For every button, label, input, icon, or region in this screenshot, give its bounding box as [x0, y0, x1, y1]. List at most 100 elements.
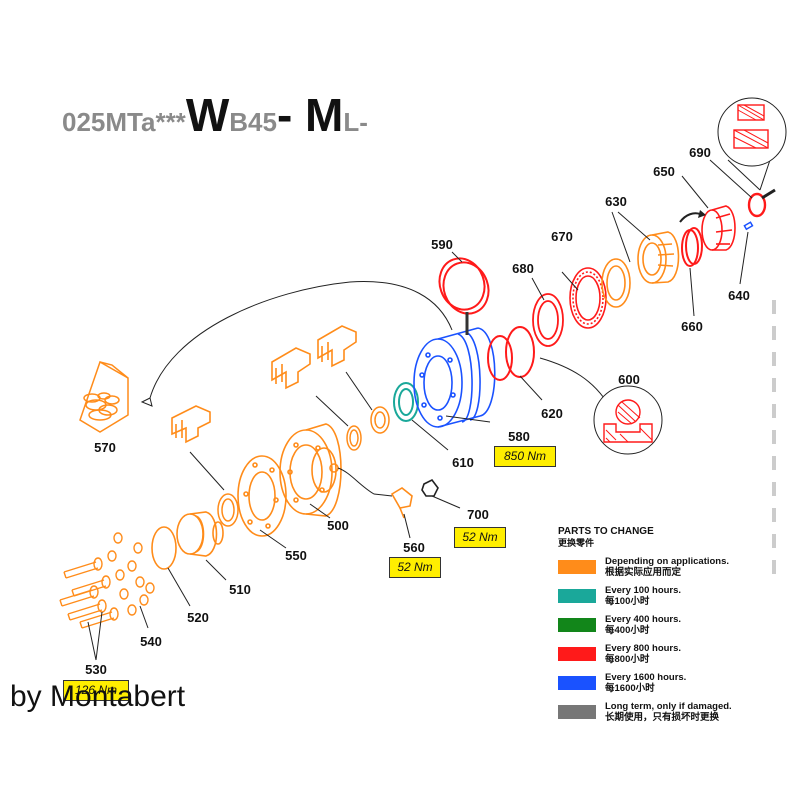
- legend-text-en: Every 100 hours.: [605, 585, 682, 596]
- part-500-orange-housing: [279, 423, 342, 517]
- label-600: 600: [618, 372, 640, 387]
- part-640-blue-pin: [743, 221, 754, 231]
- label-670: 670: [551, 229, 573, 244]
- label-570: 570: [94, 440, 116, 455]
- label-700: 700: [467, 507, 489, 522]
- label-550: 550: [285, 548, 307, 563]
- label-540: 540: [140, 634, 162, 649]
- part-520-orange-ring: [151, 526, 177, 570]
- title-part5: M: [305, 89, 344, 141]
- legend-text-en: Every 800 hours.: [605, 643, 682, 654]
- torque-530: 126 Nm: [63, 680, 129, 701]
- title-part2: W: [185, 89, 230, 141]
- torque-700: 52 Nm: [454, 527, 506, 548]
- legend-text-cn: 每800小时: [605, 654, 650, 665]
- label-590: 590: [431, 237, 453, 252]
- part-690-stem: [761, 188, 776, 200]
- part-580-blue-housing: [413, 327, 496, 428]
- label-520: 520: [187, 610, 209, 625]
- callout-pointer-570: [140, 397, 153, 407]
- label-580: 580: [508, 429, 530, 444]
- legend-color-swatch: [558, 618, 596, 632]
- part-bracket-seal-a: [171, 405, 211, 444]
- part-550-orange-flange: [237, 455, 287, 537]
- legend-text: Every 100 hours.每100小时: [605, 585, 681, 607]
- part-510-orange-bushing: [176, 511, 224, 557]
- label-680: 680: [512, 261, 534, 276]
- label-640: 640: [728, 288, 750, 303]
- legend-text: Long term, only if damaged.长期使用，只有损坏时更换: [605, 701, 732, 723]
- label-610: 610: [452, 455, 474, 470]
- title-part4: -: [276, 89, 306, 141]
- part-660-red-ring: [681, 227, 703, 267]
- legend-text-cn: 每1600小时: [605, 683, 655, 694]
- legend-row: Depending on applications.根据实际应用而定: [558, 556, 778, 582]
- label-500: 500: [327, 518, 349, 533]
- legend-text-en: Long term, only if damaged.: [605, 701, 732, 712]
- part-small-rings: [217, 406, 390, 527]
- legend-text: Every 1600 hours.每1600小时: [605, 672, 686, 694]
- legend-row: Every 100 hours.每100小时: [558, 585, 778, 611]
- legend-text-en: Depending on applications.: [605, 556, 730, 567]
- part-680-red-ring: [532, 293, 564, 347]
- detail-circle-690: [717, 97, 787, 191]
- legend-text-cn: 长期使用，只有损坏时更换: [605, 712, 720, 723]
- label-510: 510: [229, 582, 251, 597]
- part-540-orange-washers: [107, 532, 155, 616]
- part-690-red-oring: [747, 192, 767, 218]
- legend-text-cn: 根据实际应用而定: [605, 567, 682, 578]
- legend-row: Every 1600 hours.每1600小时: [558, 672, 778, 698]
- label-660: 660: [681, 319, 703, 334]
- legend-text: Every 400 hours.每400小时: [605, 614, 681, 636]
- legend-title-cn: 更换零件: [558, 538, 595, 548]
- rotation-arrow: [679, 212, 701, 223]
- legend-text-cn: 每400小时: [605, 625, 650, 636]
- label-690: 690: [689, 145, 711, 160]
- callout-curve-570: [149, 281, 453, 399]
- legend-row: Every 400 hours.每400小时: [558, 614, 778, 640]
- part-bracket-seal-c: [317, 325, 357, 368]
- part-530-orange-bolts: [59, 557, 119, 629]
- part-620-red-rings: [487, 326, 535, 381]
- legend-color-swatch: [558, 560, 596, 574]
- legend-title: PARTS TO CHANGE: [558, 526, 654, 537]
- torque-560: 52 Nm: [389, 557, 441, 578]
- legend-row: Every 800 hours.每800小时: [558, 643, 778, 669]
- title-part6: L-: [343, 107, 368, 137]
- part-610-teal-ring: [393, 382, 419, 422]
- part-630-orange-parts: [601, 231, 680, 308]
- part-bracket-seal-b: [271, 347, 311, 390]
- rotation-arrow-head: [698, 210, 706, 218]
- part-650-red-nut: [701, 205, 736, 251]
- label-620: 620: [541, 406, 563, 421]
- legend-text-en: Every 400 hours.: [605, 614, 682, 625]
- legend-text-en: Every 1600 hours.: [605, 672, 687, 683]
- title-part3: B45: [229, 107, 277, 137]
- credit-text: by Montabert: [10, 680, 186, 713]
- title-part1: 025MTa***: [62, 107, 186, 137]
- legend-color-swatch: [558, 589, 596, 603]
- part-590-red-rings: [438, 257, 490, 315]
- label-560: 560: [403, 540, 425, 555]
- legend-text: Every 800 hours.每800小时: [605, 643, 681, 665]
- torque-580: 850 Nm: [494, 446, 556, 467]
- legend-text-cn: 每100小时: [605, 596, 650, 607]
- detail-circle-600: [539, 357, 663, 455]
- part-570-seal-kit: [79, 360, 129, 433]
- model-code-title: 025MTa***WB45- ML-: [62, 92, 368, 138]
- label-650: 650: [653, 164, 675, 179]
- label-530: 530: [85, 662, 107, 677]
- label-630: 630: [605, 194, 627, 209]
- legend-color-swatch: [558, 647, 596, 661]
- part-700-plug: [421, 478, 439, 497]
- parts-to-change-legend: PARTS TO CHANGE 更换零件 Depending on applic…: [558, 526, 732, 723]
- legend-color-swatch: [558, 676, 596, 690]
- legend-color-swatch: [558, 705, 596, 719]
- legend-row: Long term, only if damaged.长期使用，只有损坏时更换: [558, 701, 778, 727]
- legend-text: Depending on applications.根据实际应用而定: [605, 556, 729, 578]
- leader-500-560: [337, 467, 393, 497]
- part-560-orange-fitting: [390, 487, 413, 519]
- leader-lines: [87, 159, 753, 661]
- part-670-red-bearing: [569, 267, 607, 329]
